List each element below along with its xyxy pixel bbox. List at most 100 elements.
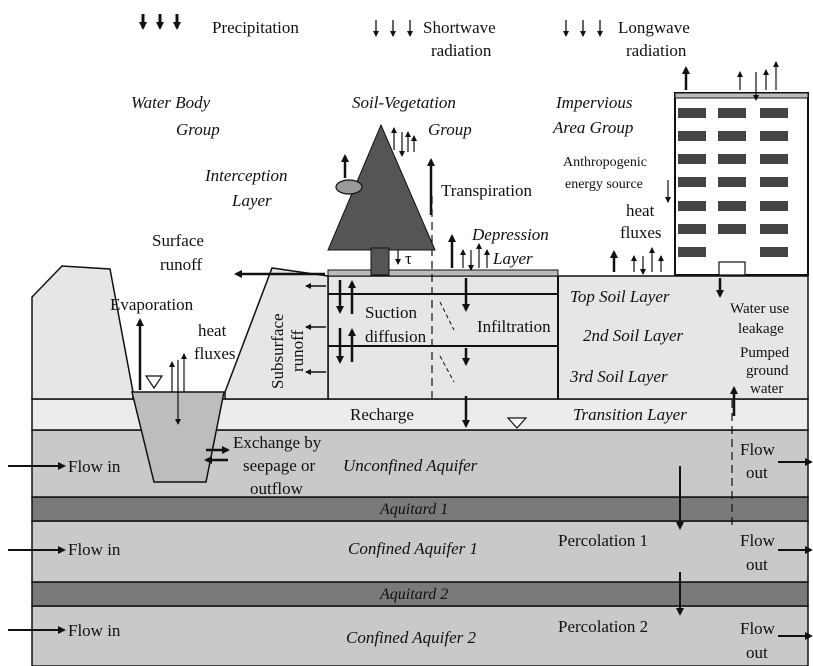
suction-label: Suction (365, 303, 417, 322)
flow-out-label-3: Flow (740, 619, 776, 638)
window (678, 201, 706, 211)
soil-vegetation-group-label: Soil-Vegetation (352, 93, 456, 112)
aquitard-2-label: Aquitard 2 (379, 586, 448, 603)
anthropogenic-label-2: energy source (565, 177, 643, 192)
window (718, 177, 746, 187)
water-table-marker-right (506, 417, 528, 429)
window (760, 177, 788, 187)
depression-label: Depression (471, 225, 549, 244)
evaporation-label: Evaporation (110, 295, 194, 314)
window (678, 108, 706, 118)
flow-in-label-1: Flow in (68, 457, 121, 476)
exchange-label-2: seepage or (243, 456, 316, 475)
building-roof (674, 92, 809, 99)
flow-out-label-3b: out (746, 643, 768, 662)
heat-fluxes-label-2: fluxes (620, 223, 662, 242)
exchange-label-3: outflow (250, 479, 304, 498)
flow-in-label-2: Flow in (68, 540, 121, 559)
window (760, 201, 788, 211)
layer-labels: Top Soil Layer 2nd Soil Layer 3rd Soil L… (343, 287, 687, 647)
left-heat-fluxes-label: heat (198, 321, 227, 340)
window (718, 224, 746, 234)
depression-surface (327, 269, 559, 277)
window (760, 224, 788, 234)
percolation-2-label: Percolation 2 (558, 617, 648, 636)
interception-label-2: Layer (231, 191, 272, 210)
water-channel (131, 391, 225, 483)
window (678, 224, 706, 234)
interception-label: Interception (204, 166, 287, 185)
left-heat-fluxes-label-2: fluxes (194, 344, 236, 363)
soil-vegetation-group-label-2: Group (428, 120, 472, 139)
water-use-label: Water use (730, 301, 790, 317)
subsurface-runoff-label: Subsurface (268, 313, 287, 389)
flow-in-label-3: Flow in (68, 621, 121, 640)
window (760, 131, 788, 141)
tree-trunk (370, 247, 390, 276)
aquitard-2-layer (31, 581, 809, 607)
window (760, 247, 788, 257)
confined-aquifer-1-label: Confined Aquifer 1 (348, 539, 478, 558)
window (718, 201, 746, 211)
heat-fluxes-label: heat (626, 201, 655, 220)
legend-shortwave-1: Shortwave (423, 18, 496, 37)
subsurface-runoff-label-2: runoff (288, 329, 307, 372)
window (718, 154, 746, 164)
water-body-group-label: Water Body (131, 93, 211, 112)
building-door (718, 261, 746, 276)
window (760, 108, 788, 118)
anthropogenic-label: Anthropogenic (563, 155, 647, 170)
building-windows (678, 108, 788, 257)
root-dash-1 (439, 301, 455, 331)
soil-2-label: 2nd Soil Layer (583, 326, 683, 345)
arrows (8, 14, 813, 640)
flow-out-label-1: Flow (740, 440, 776, 459)
interception-leaf (335, 179, 363, 195)
suction-label-2: diffusion (365, 327, 427, 346)
impervious-group-label-2: Area Group (552, 118, 633, 137)
transpiration-label: Transpiration (441, 181, 532, 200)
window (760, 154, 788, 164)
legend-shortwave-2: radiation (431, 41, 492, 60)
pumped-label: Pumped (740, 345, 790, 361)
pumped-label-3: water (750, 381, 783, 397)
impervious-group-label: Impervious (555, 93, 633, 112)
legend-longwave-2: radiation (626, 41, 687, 60)
infiltration-label: Infiltration (477, 317, 551, 336)
top-soil-label: Top Soil Layer (570, 287, 670, 306)
unconfined-aquifer-label: Unconfined Aquifer (343, 456, 478, 475)
flow-out-label-2: Flow (740, 531, 776, 550)
window (718, 108, 746, 118)
soil-3-label: 3rd Soil Layer (569, 367, 668, 386)
surface-runoff-label-2: runoff (160, 255, 203, 274)
tau-label: τ (405, 249, 412, 268)
depression-label-2: Layer (492, 249, 533, 268)
percolation-1-label: Percolation 1 (558, 531, 648, 550)
water-body-group-label-2: Group (176, 120, 220, 139)
left-hill (31, 265, 134, 400)
surface-runoff-label: Surface (152, 231, 204, 250)
window (678, 177, 706, 187)
flow-out-label-1b: out (746, 463, 768, 482)
legend: Precipitation Shortwave radiation Longwa… (212, 18, 690, 60)
confined-aquifer-1-layer (31, 520, 809, 583)
flow-out-label-2b: out (746, 555, 768, 574)
window (678, 131, 706, 141)
process-labels: Transpiration Anthropogenic energy sourc… (68, 155, 790, 662)
water-use-label-2: leakage (738, 321, 784, 337)
water-table-marker-left (144, 375, 164, 390)
window (718, 131, 746, 141)
transition-label: Transition Layer (573, 405, 687, 424)
root-dash-2 (439, 355, 455, 383)
legend-precipitation: Precipitation (212, 18, 299, 37)
pumped-label-2: ground (746, 363, 789, 379)
confined-aquifer-2-label: Confined Aquifer 2 (346, 628, 477, 647)
recharge-label: Recharge (350, 405, 414, 424)
middle-hill (224, 267, 329, 400)
aquitard-1-label: Aquitard 1 (379, 501, 448, 518)
legend-longwave-1: Longwave (618, 18, 690, 37)
exchange-label: Exchange by (233, 433, 322, 452)
group-labels: Water Body Group Soil-Vegetation Group I… (131, 93, 633, 268)
window (678, 247, 706, 257)
